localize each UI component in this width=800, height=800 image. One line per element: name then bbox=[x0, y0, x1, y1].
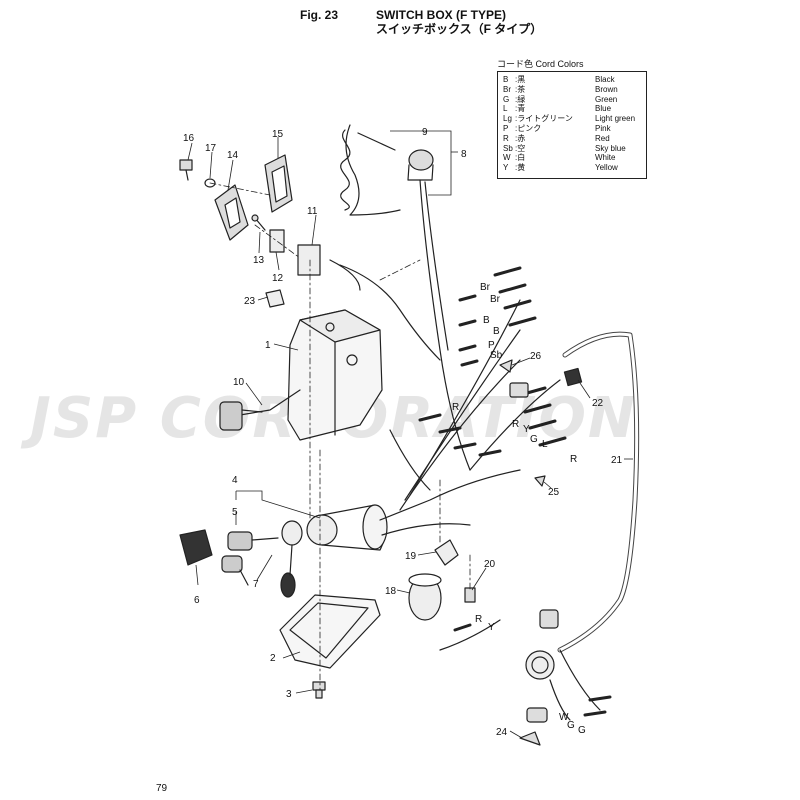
washer-17 bbox=[204, 178, 216, 188]
cord-label: R bbox=[512, 419, 519, 430]
leader-lines bbox=[187, 130, 633, 739]
cord-label: R bbox=[475, 614, 482, 625]
connector-12 bbox=[269, 229, 285, 253]
part-label-19: 19 bbox=[405, 551, 417, 562]
cord-label: W bbox=[559, 712, 569, 723]
part-label-17: 17 bbox=[205, 143, 217, 154]
part-label-24: 24 bbox=[496, 727, 508, 738]
part-label-5: 5 bbox=[232, 507, 238, 518]
part-label-22: 22 bbox=[592, 398, 604, 409]
terminal-connectors bbox=[418, 266, 612, 746]
figure-number: Fig. 23 bbox=[300, 8, 339, 22]
part-label-2: 2 bbox=[270, 653, 276, 664]
part-label-13: 13 bbox=[253, 255, 265, 266]
part-label-1: 1 bbox=[265, 340, 271, 351]
part-label-3: 3 bbox=[286, 689, 292, 700]
alignment-lines bbox=[209, 182, 471, 691]
figure-title: SWITCH BOX (F TYPE) スイッチボックス（F タイプ） bbox=[376, 8, 542, 36]
part-label-18: 18 bbox=[385, 586, 397, 597]
connector-11 bbox=[297, 244, 321, 276]
switch-box-body bbox=[287, 309, 383, 441]
cord-label: B bbox=[483, 315, 490, 326]
cord-label: Br bbox=[490, 294, 501, 305]
part-label-26: 26 bbox=[530, 351, 542, 362]
cord-label: Sb bbox=[490, 350, 503, 361]
label-23 bbox=[265, 289, 285, 308]
main-switch bbox=[306, 504, 388, 551]
part-label-14: 14 bbox=[227, 150, 239, 161]
part-label-7: 7 bbox=[253, 579, 259, 590]
cord-label: G bbox=[567, 720, 575, 731]
part-label-15: 15 bbox=[272, 129, 284, 140]
ignition-key bbox=[221, 531, 279, 586]
screw-20 bbox=[464, 587, 476, 603]
cord-color-labels: Br Br B B P Sb R R Y G L R R Y W G G bbox=[452, 282, 586, 736]
cord-label: G bbox=[578, 725, 586, 736]
title-english: SWITCH BOX (F TYPE) bbox=[376, 8, 506, 22]
part-label-21: 21 bbox=[611, 455, 623, 466]
screw-13 bbox=[251, 214, 266, 231]
part-label-10: 10 bbox=[233, 377, 245, 388]
part-label-11: 11 bbox=[307, 206, 318, 217]
cord-label: P bbox=[488, 340, 495, 351]
coil-18 bbox=[408, 573, 442, 621]
legend-heading: コード色 Cord Colors bbox=[497, 59, 584, 69]
cord-label: G bbox=[530, 434, 538, 445]
part-label-4: 4 bbox=[232, 475, 238, 486]
page-number: 79 bbox=[156, 783, 168, 794]
cord-label: R bbox=[452, 402, 459, 413]
screw-3 bbox=[312, 681, 326, 699]
bottom-plate bbox=[279, 594, 381, 669]
part-label-16: 16 bbox=[183, 133, 195, 144]
cord-label: Br bbox=[480, 282, 491, 293]
part-label-6: 6 bbox=[194, 595, 200, 606]
clip-19 bbox=[434, 539, 459, 566]
clamp-26 bbox=[499, 359, 513, 373]
grommet-15 bbox=[264, 154, 293, 213]
bolt-16 bbox=[179, 159, 193, 181]
grommet-14 bbox=[214, 184, 249, 241]
clamp-25 bbox=[534, 475, 546, 487]
cord-label: L bbox=[542, 439, 548, 450]
title-japanese: スイッチボックス（F タイプ） bbox=[376, 22, 543, 36]
part-label-9: 9 bbox=[422, 127, 428, 138]
part-label-23: 23 bbox=[244, 296, 256, 307]
switch-cap bbox=[280, 520, 303, 598]
part-label-8: 8 bbox=[461, 149, 467, 160]
part-number-labels: 1 2 3 4 5 6 7 8 9 10 11 12 13 14 15 16 1… bbox=[183, 127, 623, 738]
part-label-25: 25 bbox=[548, 487, 560, 498]
cord-label: Y bbox=[523, 424, 530, 435]
cord-label: Y bbox=[488, 622, 495, 633]
part-label-12: 12 bbox=[272, 273, 284, 284]
part-label-20: 20 bbox=[484, 559, 496, 570]
key-cap bbox=[179, 529, 213, 566]
cord-label: B bbox=[493, 326, 500, 337]
emergency-stop-switch bbox=[340, 124, 434, 216]
cord-label: R bbox=[570, 454, 577, 465]
label-22 bbox=[563, 367, 583, 387]
connector-10 bbox=[219, 401, 263, 431]
